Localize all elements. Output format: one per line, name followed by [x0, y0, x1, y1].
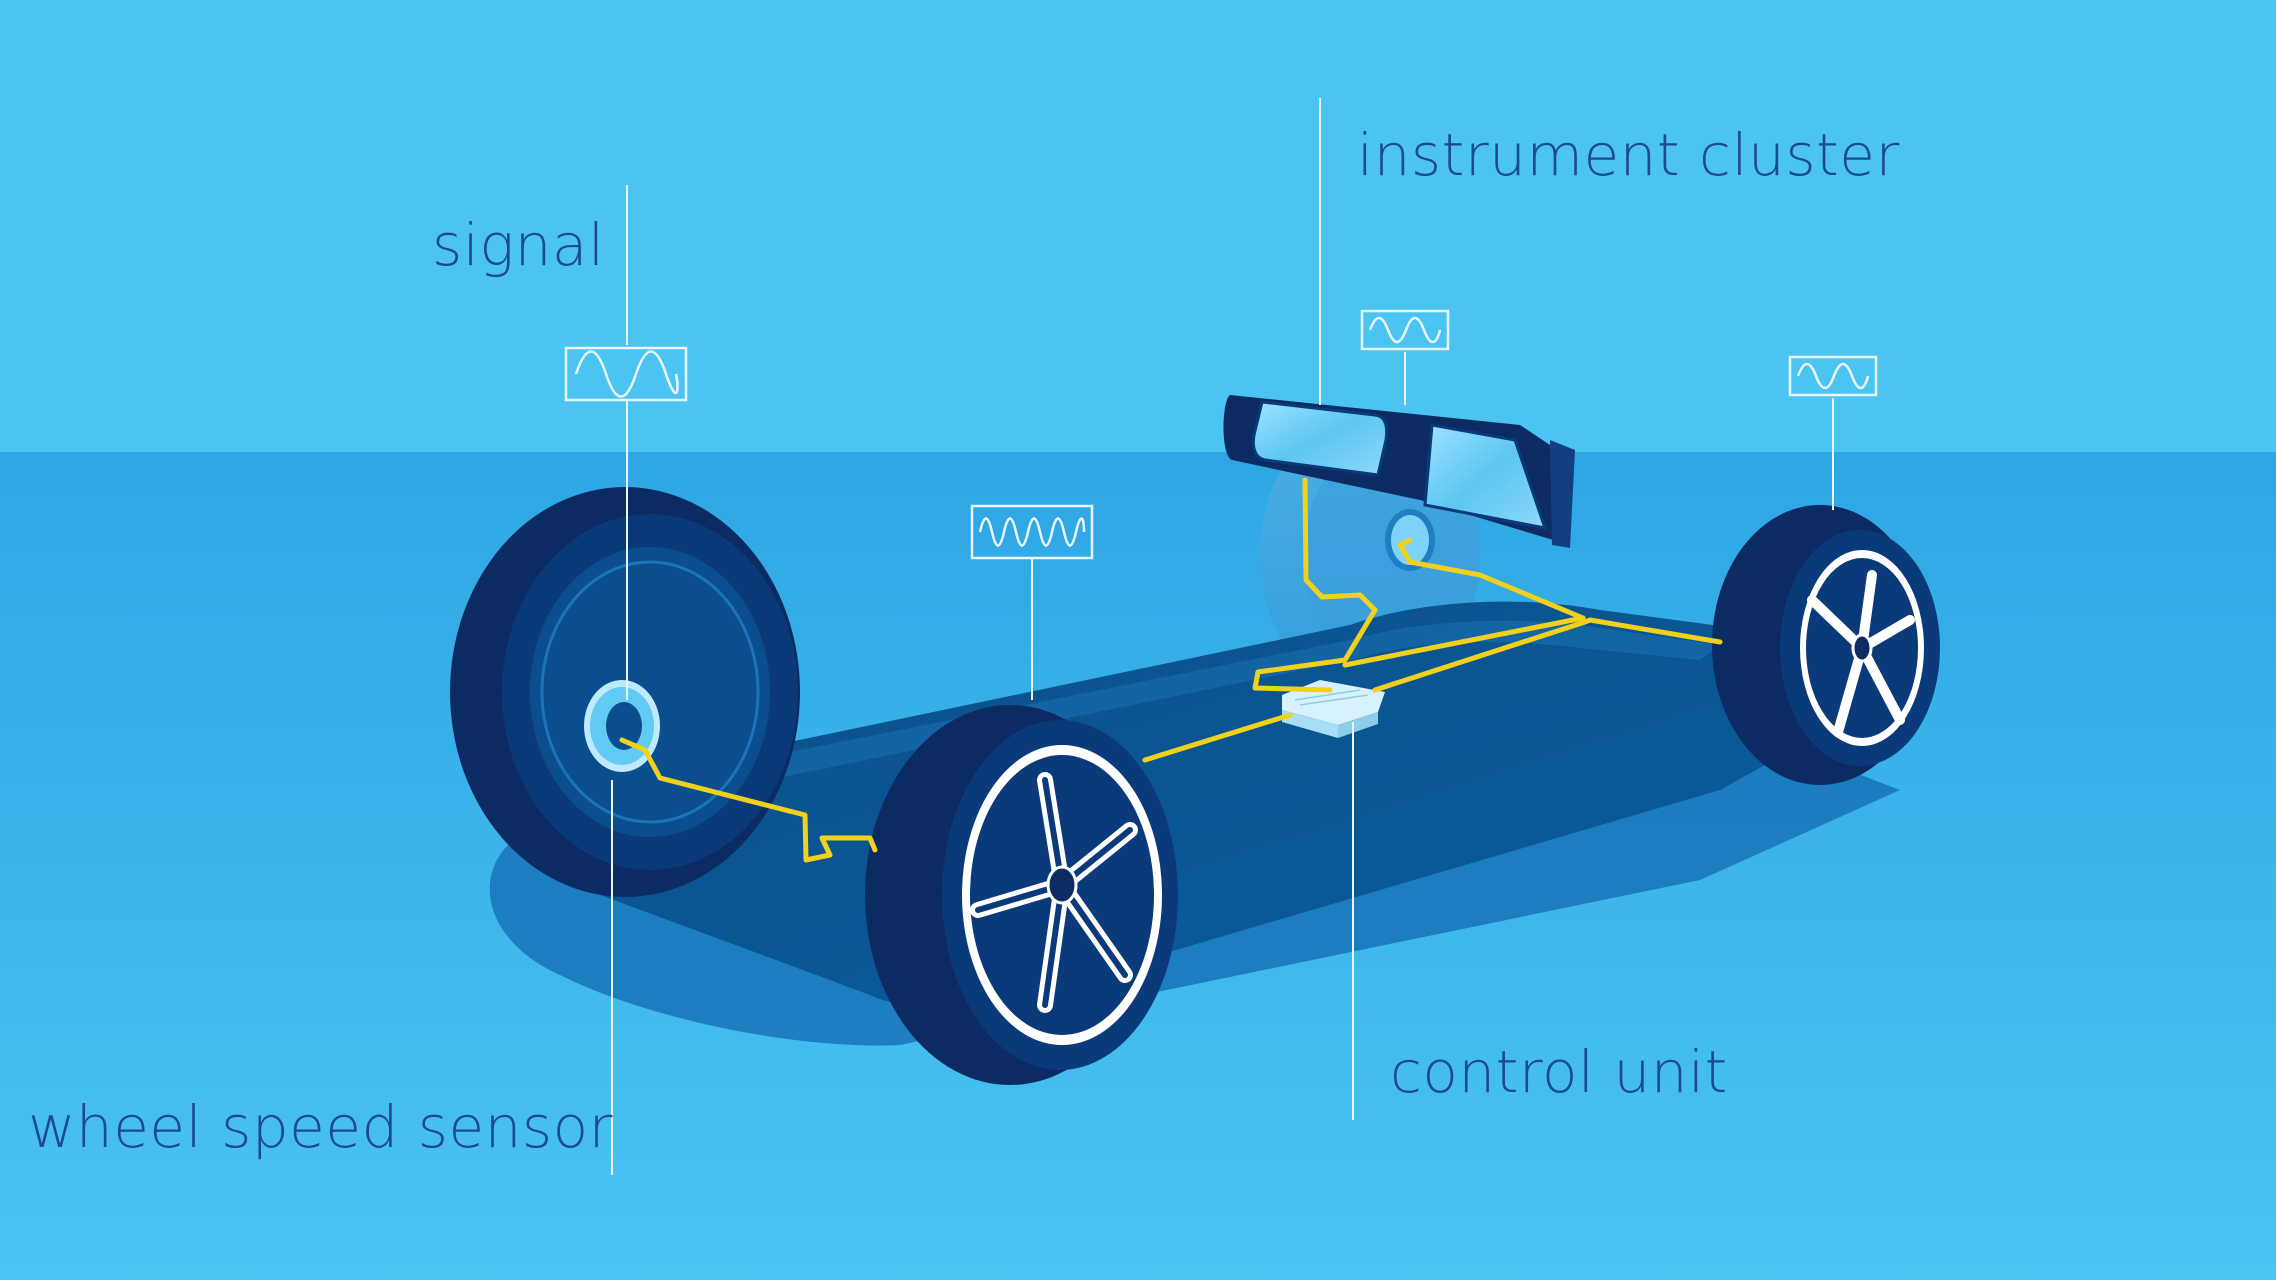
wiring-harness — [619, 477, 1723, 863]
sine-wave-icon — [564, 346, 688, 402]
label-control-unit: control unit — [1390, 1038, 1728, 1106]
label-signal: signal — [432, 211, 605, 279]
rear-right-wheel-icon — [1712, 505, 1940, 785]
chassis — [530, 601, 1820, 1006]
callout-lines — [611, 98, 1834, 1175]
sine-wave-icon-right — [1788, 355, 1878, 397]
label-wheel-speed-sensor: wheel speed sensor — [28, 1093, 613, 1161]
sine-wave-icon-instrument — [1360, 309, 1450, 351]
chassis-top-highlight — [700, 620, 1720, 790]
sine-wave-icon-front — [970, 504, 1094, 560]
front-left-wheel-icon — [865, 705, 1178, 1085]
display-screen-right — [1423, 423, 1548, 530]
display-icon — [1223, 395, 1575, 548]
display-screen-left — [1251, 400, 1389, 477]
label-instrument-cluster: instrument cluster — [1357, 121, 1900, 189]
